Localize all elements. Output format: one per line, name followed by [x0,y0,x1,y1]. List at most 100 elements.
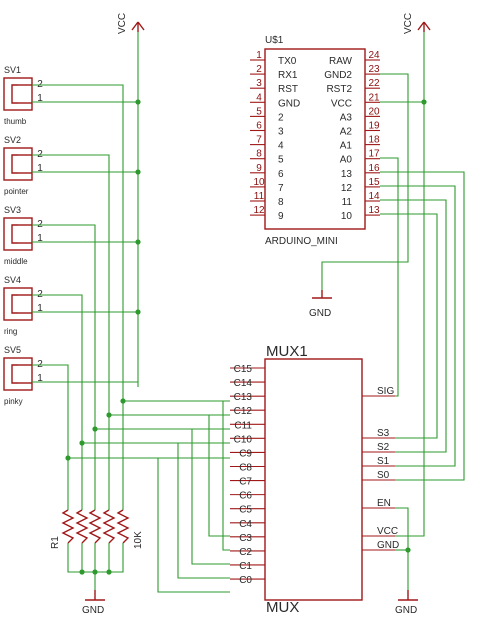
select-s3-wire [380,213,438,439]
net-wires [32,32,465,593]
mux-pin-name: C5 [239,505,252,516]
resistor-zigzag [116,509,130,544]
resistor [75,509,89,544]
connector-socket [11,84,18,104]
arduino-pin-number: 17 [368,149,380,160]
arduino-pin-name: GND [278,98,300,109]
select-s0-wire [380,171,465,481]
connector-label: pointer [4,187,29,196]
mux-pin-name: EN [377,498,391,509]
finger-signal-wire [32,224,96,510]
arduino-pin-name: A2 [340,127,353,138]
mux-value: MUX [266,599,299,616]
connector-pin-number: 1 [37,373,43,384]
arduino-pin-number: 23 [368,64,380,75]
mux-pin-name: C13 [234,392,253,403]
mux-pin-name: C11 [234,420,252,431]
resistor [88,509,102,544]
finger-signal-wire [32,84,124,510]
connector-body [3,77,33,111]
arduino-name: ARDUINO_MINI [265,236,338,247]
mux-route-wire [208,415,230,537]
resistor [102,509,116,544]
mux-pin-name: C3 [239,533,252,544]
arduino-pin-name: 7 [278,183,284,194]
arduino-pin-name: A3 [340,112,353,123]
arduino-pin-number: 10 [253,177,265,188]
arduino-mini: U$1 ARDUINO_MINI 1TX02RX13RST4GND5263748… [250,35,380,247]
mux-en-gnd-wire [395,507,409,590]
arduino-gnd-wire [321,73,409,290]
arduino-pin-number: 14 [368,191,380,202]
finger-signal-wire [32,294,83,510]
connector-ref: SV1 [4,65,21,75]
mux-pin-name: C8 [239,462,252,473]
arduino-pin-name: 6 [278,169,284,180]
connector-ref: SV3 [4,205,21,215]
vcc-symbol-right: VCC [403,13,431,34]
arduino-vcc-wire [380,32,425,103]
resistor-ref: R1 [50,536,61,549]
arduino-pin-name: 3 [278,127,284,138]
junction-dot [135,239,141,245]
finger-signal-wire [32,154,110,510]
mux-pin-name: S2 [377,442,390,453]
connector-label: pinky [4,397,23,406]
arduino-ref: U$1 [265,35,284,46]
select-s2-wire [380,199,447,453]
gnd-label-arduino: GND [309,308,331,319]
junction-dot [135,99,141,105]
resistor-value: 10K [133,531,144,549]
arduino-pin-name: 10 [341,211,353,222]
arduino-pin-name: A1 [340,141,353,152]
pull-down-resistors: R1 10K [50,509,144,549]
mux-pin-name: C0 [239,575,252,586]
arduino-right-pins: 24RAW23GND222RST221VCC20A319A218A117A016… [324,50,380,222]
arduino-pin-number: 3 [256,78,262,89]
mux-pin-name: S0 [377,470,390,481]
resistor-zigzag [61,509,75,544]
connector-body [3,287,33,321]
vcc-label-left: VCC [117,13,128,34]
junction-dot [405,547,411,553]
connector-pin-number: 1 [37,303,43,314]
arduino-pin-number: 21 [368,92,380,103]
connector-socket [11,364,18,384]
mux-pin-name: C4 [239,519,252,530]
connector-body [3,147,33,181]
mux-body [264,358,363,601]
arduino-pin-number: 6 [256,121,262,132]
connector-ref: SV4 [4,275,21,285]
junction-dot [421,99,427,105]
resistor [116,509,130,544]
arduino-pin-name: 4 [278,141,284,152]
arduino-body [264,48,366,230]
arduino-pin-number: 24 [368,50,380,61]
arduino-pin-number: 7 [256,135,262,146]
arduino-pin-name: RX1 [278,70,298,81]
mux-vcc-wire [395,102,425,537]
vcc-symbol-left: VCC [117,13,145,34]
gnd-symbol-mux: GND [395,590,418,616]
resistor-zigzag [102,509,116,544]
junction-dot [92,569,98,575]
arduino-pin-number: 4 [256,92,262,103]
mux-pin-name: C15 [234,364,253,375]
mux-pin-name: VCC [377,526,398,537]
connector-socket [11,154,18,174]
arduino-pin-name: VCC [331,98,352,109]
connector-ref: SV5 [4,345,21,355]
mux-pin-name: SIG [377,386,394,397]
arduino-pin-number: 5 [256,106,262,117]
mux-route-wire [191,429,230,565]
mux-pin-name: C6 [239,491,252,502]
junction-dot [65,455,71,461]
